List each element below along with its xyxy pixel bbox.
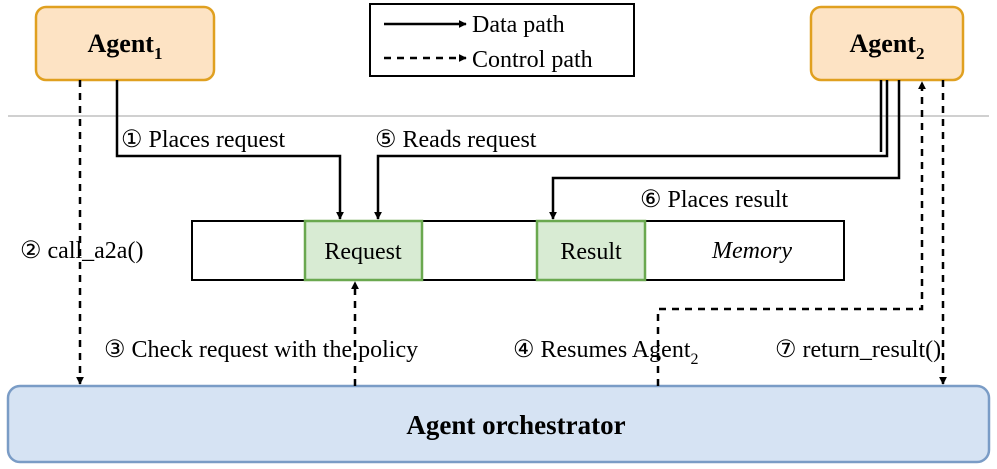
step4-label: ④ Resumes Agent2 [513,337,699,368]
arrow-places-request [115,80,344,220]
legend-data-label: Data path [472,12,565,38]
arrow-resumes-agent2 [656,81,926,386]
agent1-label: Agent1 [88,29,163,63]
request-cell [303,219,424,282]
legend-box [369,3,635,77]
orchestrator-box [6,384,991,464]
result-cell-label: Result [560,239,622,265]
memory-bar [191,220,845,281]
orchestrator-label: Agent orchestrator [406,410,625,440]
arrow-reads-request [374,80,889,220]
memory-label: Memory [711,238,792,264]
arrow-places-result [549,80,901,220]
result-cell [535,219,647,282]
agent2-label: Agent2 [850,29,925,63]
request-cell-label: Request [324,239,402,265]
step3-label: ③ Check request with the policy [104,337,418,363]
step1-label: ① Places request [121,127,285,153]
step7-label: ⑦ return_result() [775,337,941,363]
step5-label: ⑤ Reads request [375,127,537,153]
step6-label: ⑥ Places result [640,187,788,213]
legend-control-label: Control path [472,47,593,73]
agent1-box [34,5,216,82]
step2-label: ② call_a2a() [20,238,143,264]
